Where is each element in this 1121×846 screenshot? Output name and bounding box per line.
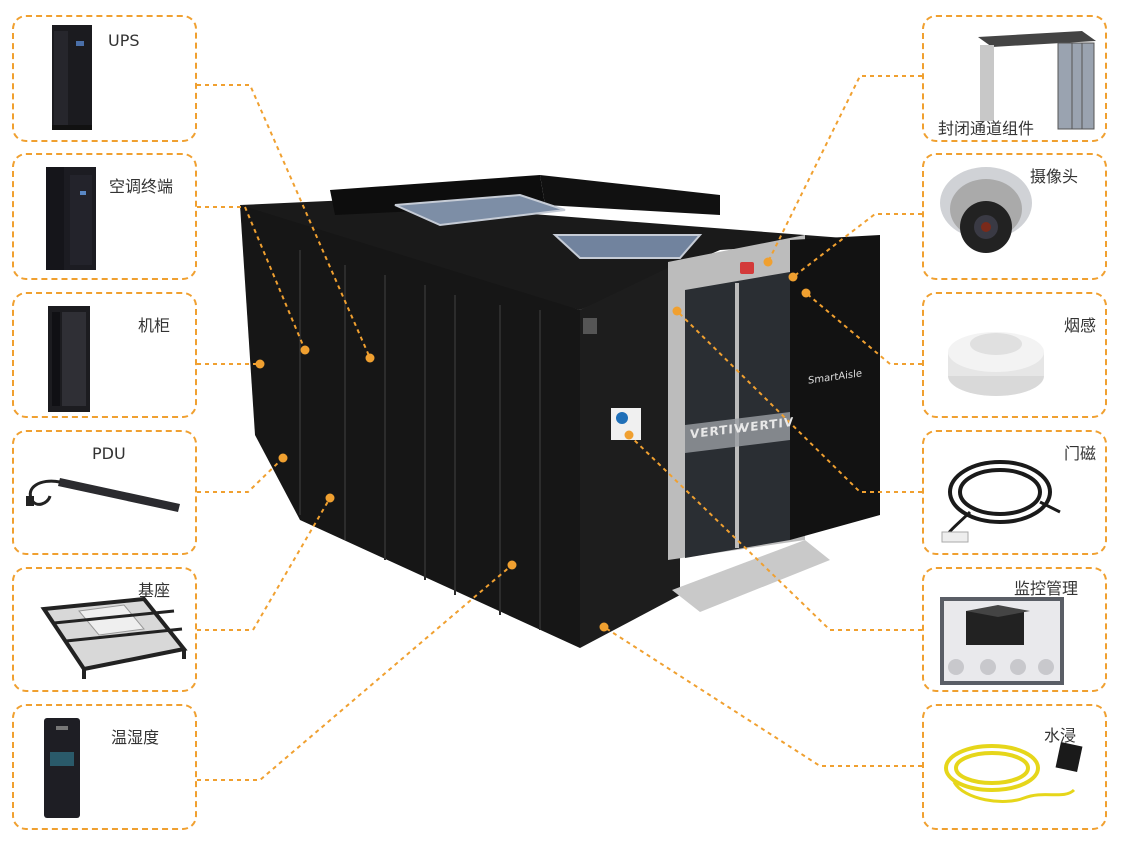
component-label-temp-humidity: 温湿度	[111, 728, 160, 747]
component-label-ups: UPS	[108, 31, 140, 50]
component-box-ups: UPS	[12, 15, 197, 142]
base-frame-icon	[40, 596, 188, 679]
component-label-rack: 机柜	[138, 316, 171, 335]
component-label-air-conditioner: 空调终端	[109, 177, 174, 196]
component-box-pdu: PDU	[12, 430, 197, 555]
component-box-temp-humidity: 温湿度	[12, 704, 197, 830]
component-label-smoke-detector: 烟感	[1064, 316, 1097, 335]
component-box-air-conditioner: 空调终端	[12, 153, 197, 280]
component-label-door-sensor: 门磁	[1064, 444, 1097, 463]
component-box-monitoring: 监控管理	[922, 567, 1107, 692]
component-box-rack: 机柜	[12, 292, 197, 418]
monitoring-screen-icon	[940, 597, 1064, 685]
component-box-aisle-containment: 封闭通道组件	[922, 15, 1107, 142]
humidity-sensor-icon	[44, 718, 80, 818]
component-box-camera: 摄像头	[922, 153, 1107, 280]
component-label-monitoring: 监控管理	[1014, 579, 1079, 598]
component-label-pdu: PDU	[92, 444, 126, 463]
component-label-water-leak: 水浸	[1044, 726, 1077, 745]
aisle-containment-icon	[978, 31, 1096, 130]
component-label-camera: 摄像头	[1030, 167, 1079, 186]
component-box-smoke-detector: 烟感	[922, 292, 1107, 418]
smoke-detector-icon	[948, 332, 1044, 396]
pdu-strip-icon	[26, 478, 180, 512]
air-conditioner-icon	[46, 167, 96, 270]
component-box-door-sensor: 门磁	[922, 430, 1107, 555]
door-sensor-cable-icon	[941, 460, 1061, 543]
dome-camera-icon	[940, 167, 1032, 253]
component-label-aisle-containment: 封闭通道组件	[938, 119, 1035, 138]
ups-cabinet-icon	[52, 25, 92, 130]
server-rack-icon	[48, 306, 90, 412]
water-leak-cable-icon	[944, 741, 1083, 803]
component-box-water-leak: 水浸	[922, 704, 1107, 830]
component-box-base: 基座	[12, 567, 197, 692]
component-label-base: 基座	[138, 581, 171, 600]
